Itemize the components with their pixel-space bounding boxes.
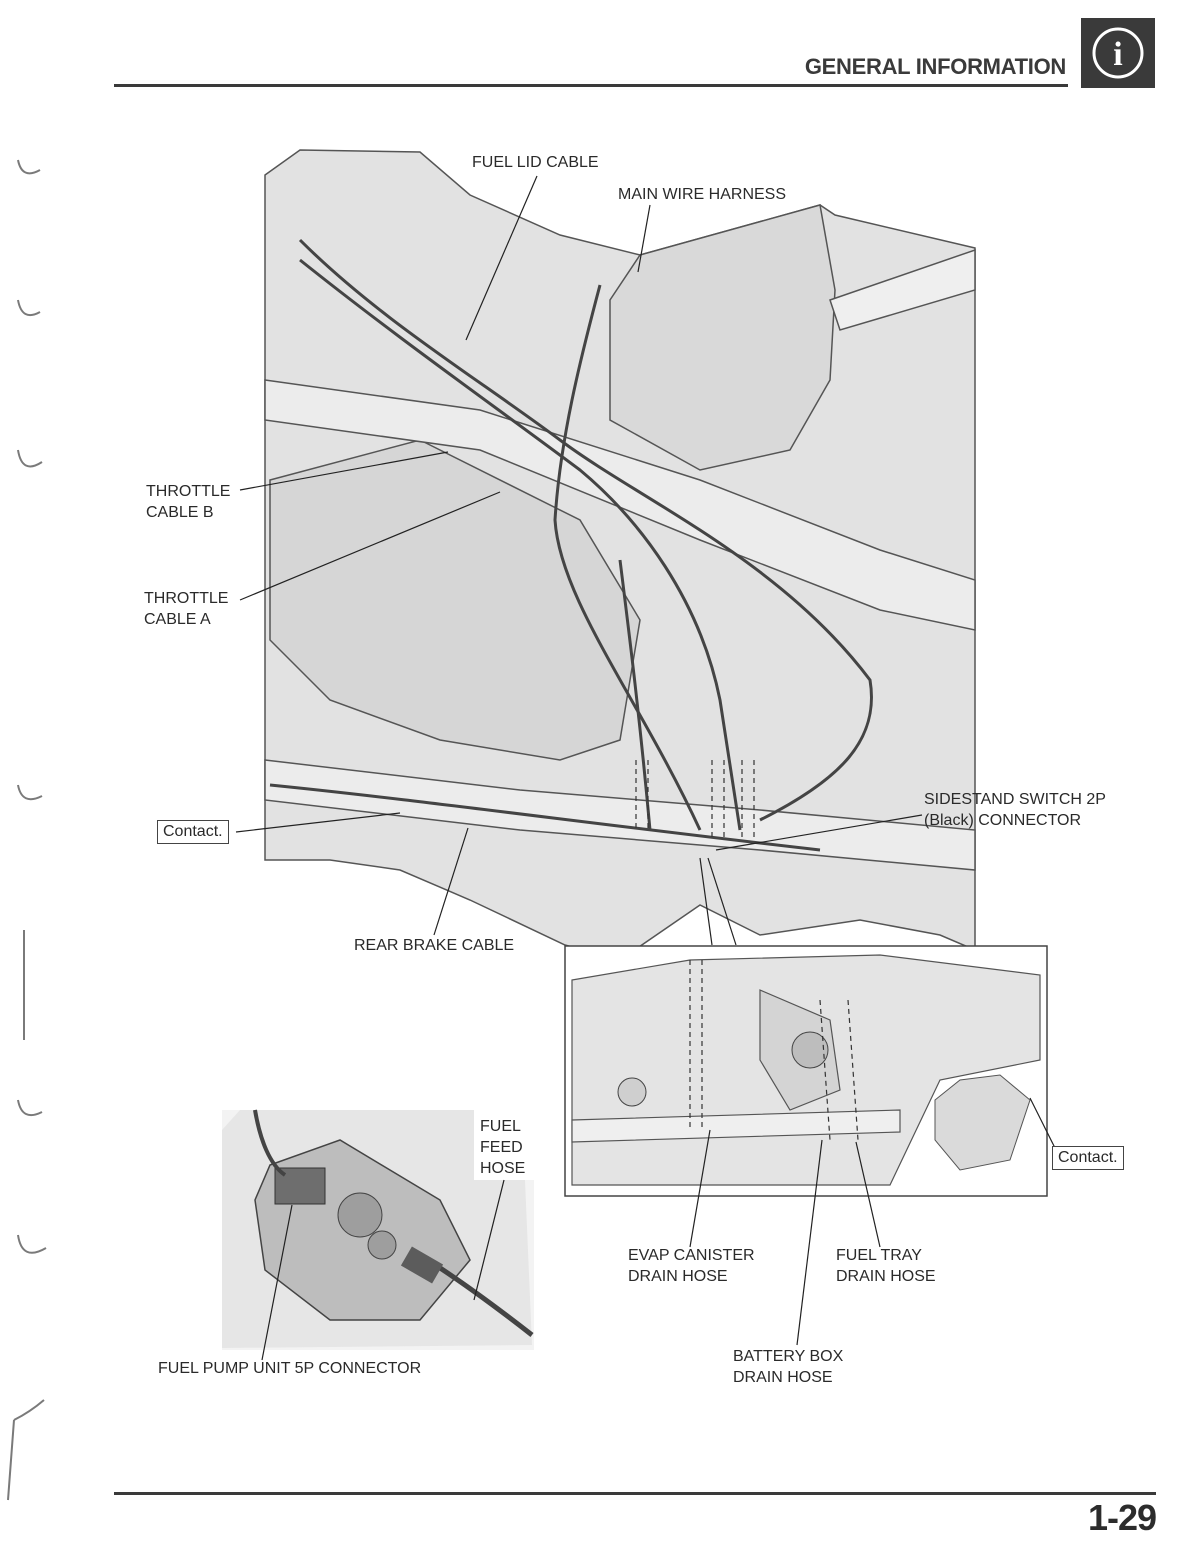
inset-detail-box	[564, 945, 1048, 1197]
fuel-pump-inset	[222, 1109, 534, 1350]
label-fuel-tray-drain-hose: FUEL TRAY DRAIN HOSE	[836, 1247, 936, 1285]
page-title: GENERAL INFORMATION	[804, 54, 1066, 79]
main-drawing	[264, 149, 976, 961]
label-sidestand-switch-connector: SIDESTAND SWITCH 2P (Black) CONNECTOR	[924, 791, 1106, 829]
footer-rule	[114, 1492, 1156, 1495]
binder-marks	[7, 159, 47, 1501]
label-throttle-cable-a: THROTTLE CABLE A	[144, 590, 229, 628]
label-contact-frame: Contact.	[157, 820, 229, 844]
leader-lines	[235, 175, 923, 946]
label-main-wire-harness: MAIN WIRE HARNESS	[618, 186, 787, 203]
label-contact-bracket: Contact.	[1052, 1146, 1124, 1170]
label-evap-canister-drain-hose: EVAP CANISTER DRAIN HOSE	[628, 1247, 755, 1285]
info-icon: i	[1081, 18, 1155, 88]
hose-guide-lines	[635, 760, 755, 840]
label-fuel-lid-cable: FUEL LID CABLE	[472, 154, 599, 171]
cables	[269, 238, 873, 852]
label-battery-box-drain-hose: BATTERY BOX DRAIN HOSE	[733, 1348, 844, 1386]
info-glyph: i	[1113, 36, 1122, 73]
label-fuel-pump-unit-connector: FUEL PUMP UNIT 5P CONNECTOR	[158, 1360, 422, 1377]
label-throttle-cable-b: THROTTLE CABLE B	[146, 483, 231, 521]
label-fuel-feed-hose: FUEL FEED HOSE	[480, 1118, 526, 1177]
label-rear-brake-cable: REAR BRAKE CABLE	[354, 937, 515, 954]
header-rule	[114, 84, 1068, 87]
page-number: 1-29	[1087, 1497, 1157, 1538]
